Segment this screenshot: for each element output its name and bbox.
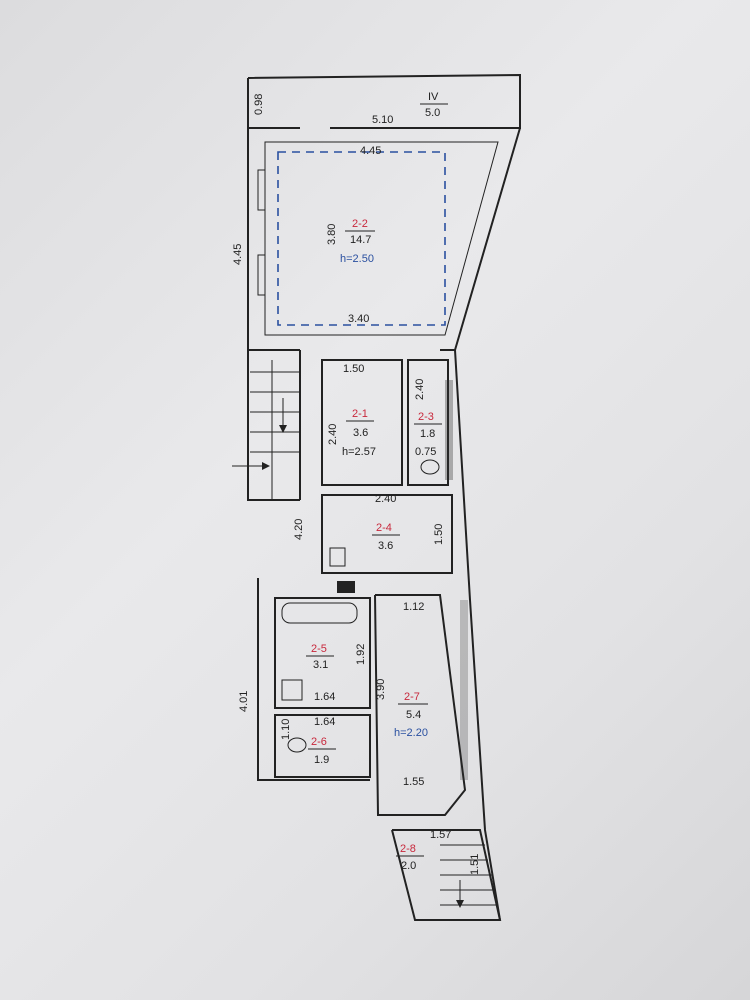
- dim-4-01: 4.01: [238, 691, 250, 712]
- room-2-5-area: 3.1: [313, 659, 328, 671]
- room-2-4-area: 3.6: [378, 540, 393, 552]
- dim-1-10: 1.10: [280, 719, 292, 740]
- section-iv-area: 5.0: [425, 107, 440, 119]
- dim-5-10: 5.10: [372, 114, 393, 126]
- room-2-7-label: 2-7 5.4 h=2.20: [394, 691, 428, 739]
- dim-0-75: 0.75: [415, 446, 436, 458]
- dim-1-92: 1.92: [355, 644, 367, 665]
- dim-1-64-b: 1.64: [314, 716, 335, 728]
- dim-1-12: 1.12: [403, 601, 424, 613]
- dim-1-57: 1.57: [430, 829, 451, 841]
- room-2-3-area: 1.8: [420, 428, 435, 440]
- dim-4-20: 4.20: [293, 519, 305, 540]
- room-2-7-area: 5.4: [406, 709, 421, 721]
- room-2-6-label: 2-6 1.9: [308, 736, 336, 766]
- dim-4-45-top: 4.45: [360, 145, 381, 157]
- dim-2-40-room3: 2.40: [414, 379, 426, 400]
- room-2-3-id: 2-3: [418, 411, 434, 423]
- room-2-8-label: 2-8 2.0: [396, 843, 424, 872]
- room-2-5-label: 2-5 3.1: [306, 643, 334, 671]
- dim-1-64-a: 1.64: [314, 691, 335, 703]
- room-2-2-label: 2-2 14.7 h=2.50: [340, 218, 375, 265]
- room-2-7-height: h=2.20: [394, 727, 428, 739]
- room-2-2-area: 14.7: [350, 234, 371, 246]
- dimension-labels: 0.98 5.10 4.45 4.45 3.80 3.40 1.50 2.40 …: [232, 94, 481, 875]
- heater-icon: [329, 547, 346, 567]
- room-2-6-id: 2-6: [311, 736, 327, 748]
- room-2-5-id: 2-5: [311, 643, 327, 655]
- dim-4-45-left: 4.45: [232, 244, 244, 265]
- room-2-1-label: 2-1 3.6 h=2.57: [342, 408, 376, 458]
- room-2-1-id: 2-1: [352, 408, 368, 420]
- room-2-2-id: 2-2: [352, 218, 368, 230]
- section-iv-id: IV: [428, 91, 439, 103]
- dim-1-50-room4: 1.50: [433, 524, 445, 545]
- dim-3-40: 3.40: [348, 313, 369, 325]
- room-2-2-dashed-outline: [277, 151, 446, 326]
- room-2-8-area: 2.0: [401, 860, 416, 872]
- stairs-bottom: [440, 844, 498, 906]
- room-2-1-height: h=2.57: [342, 446, 376, 458]
- fixtures: [281, 459, 440, 753]
- room-2-3-label: 2-3 1.8: [414, 411, 442, 440]
- entrance-arrows: [232, 398, 464, 908]
- room-2-4-label: 2-4 3.6: [372, 522, 400, 552]
- toilet-icon: [287, 737, 307, 753]
- dim-1-50-top: 1.50: [343, 363, 364, 375]
- dim-3-90: 3.90: [375, 679, 387, 700]
- bathtub-icon: [281, 602, 358, 624]
- room-2-2-height: h=2.50: [340, 253, 374, 265]
- dim-2-40-room4: 2.40: [375, 493, 396, 505]
- section-iv-label: IV 5.0: [420, 91, 448, 119]
- toilet-icon-2-3: [420, 459, 440, 475]
- walls: [247, 73, 521, 921]
- room-2-7-id: 2-7: [404, 691, 420, 703]
- dim-1-51: 1.51: [469, 854, 481, 875]
- dim-1-55: 1.55: [403, 776, 424, 788]
- room-2-6-area: 1.9: [314, 754, 329, 766]
- stairs-left: [250, 360, 300, 500]
- room-2-1-area: 3.6: [353, 427, 368, 439]
- dim-2-40-room1: 2.40: [327, 424, 339, 445]
- room-2-8-id: 2-8: [400, 843, 416, 855]
- dim-0-98: 0.98: [253, 94, 265, 115]
- sink-icon: [281, 679, 303, 701]
- room-2-4-id: 2-4: [376, 522, 392, 534]
- dim-3-80: 3.80: [326, 224, 338, 245]
